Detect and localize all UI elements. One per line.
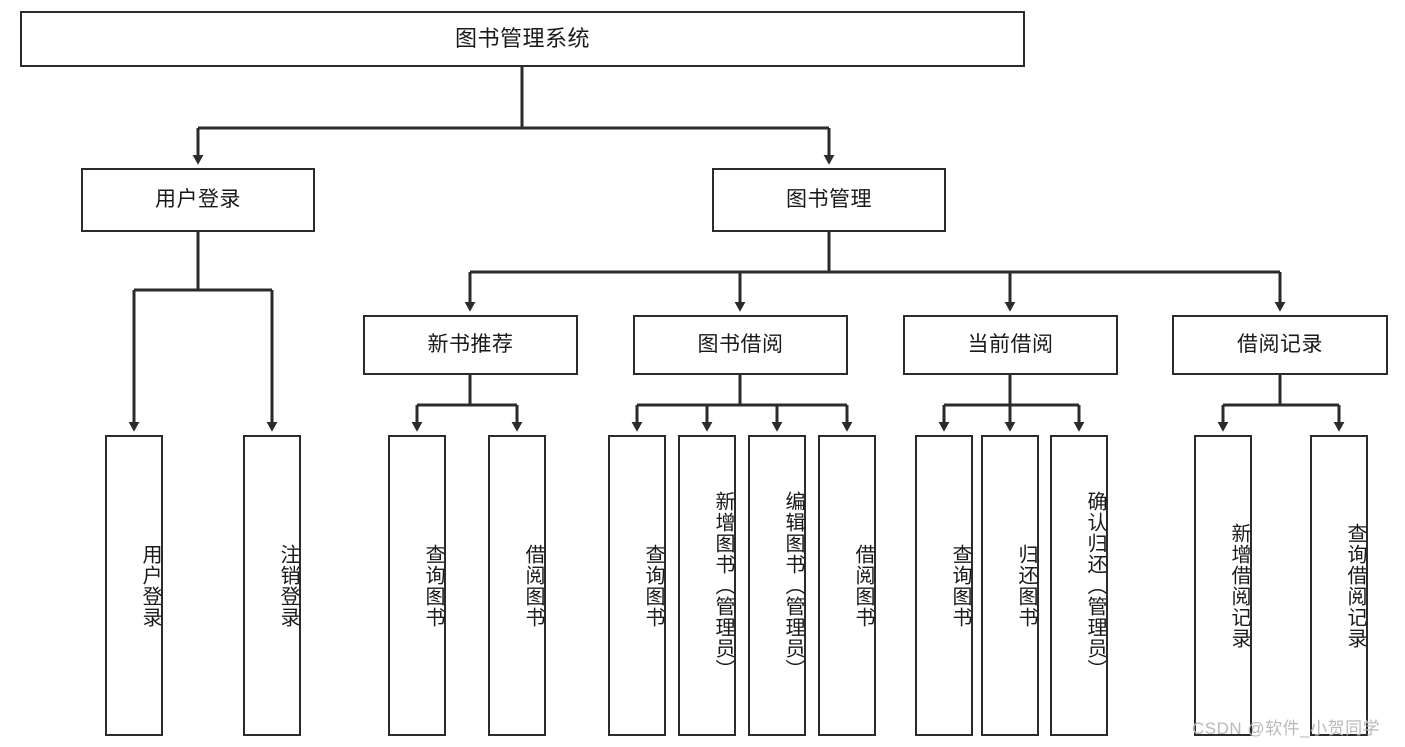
node-root[interactable]: 图书管理系统 — [20, 11, 1025, 67]
node-leaf-logout-login[interactable]: 注销登录 — [243, 435, 301, 736]
node-borrow-record[interactable]: 借阅记录 — [1172, 315, 1388, 375]
node-book-management[interactable]: 图书管理 — [712, 168, 946, 232]
node-leaf-query-book-3[interactable]: 查询图书 — [915, 435, 973, 736]
csdn-watermark: CSDN @软件_小贺同学 — [1192, 719, 1381, 738]
node-user-login[interactable]: 用户登录 — [81, 168, 315, 232]
node-leaf-borrow-book-2[interactable]: 借阅图书 — [818, 435, 876, 736]
node-leaf-add-book[interactable]: 新增图书（管理员） — [678, 435, 736, 736]
node-current-borrow[interactable]: 当前借阅 — [903, 315, 1118, 375]
node-new-book-recommend[interactable]: 新书推荐 — [363, 315, 578, 375]
node-leaf-edit-book[interactable]: 编辑图书（管理员） — [748, 435, 806, 736]
node-leaf-query-book-2[interactable]: 查询图书 — [608, 435, 666, 736]
node-leaf-borrow-book-1[interactable]: 借阅图书 — [488, 435, 546, 736]
node-leaf-query-book-1[interactable]: 查询图书 — [388, 435, 446, 736]
node-leaf-return-book[interactable]: 归还图书 — [981, 435, 1039, 736]
node-leaf-confirm-return[interactable]: 确认归还（管理员） — [1050, 435, 1108, 736]
node-leaf-add-record[interactable]: 新增借阅记录 — [1194, 435, 1252, 736]
node-book-borrow[interactable]: 图书借阅 — [633, 315, 848, 375]
node-leaf-user-login[interactable]: 用户登录 — [105, 435, 163, 736]
node-leaf-query-record[interactable]: 查询借阅记录 — [1310, 435, 1368, 736]
